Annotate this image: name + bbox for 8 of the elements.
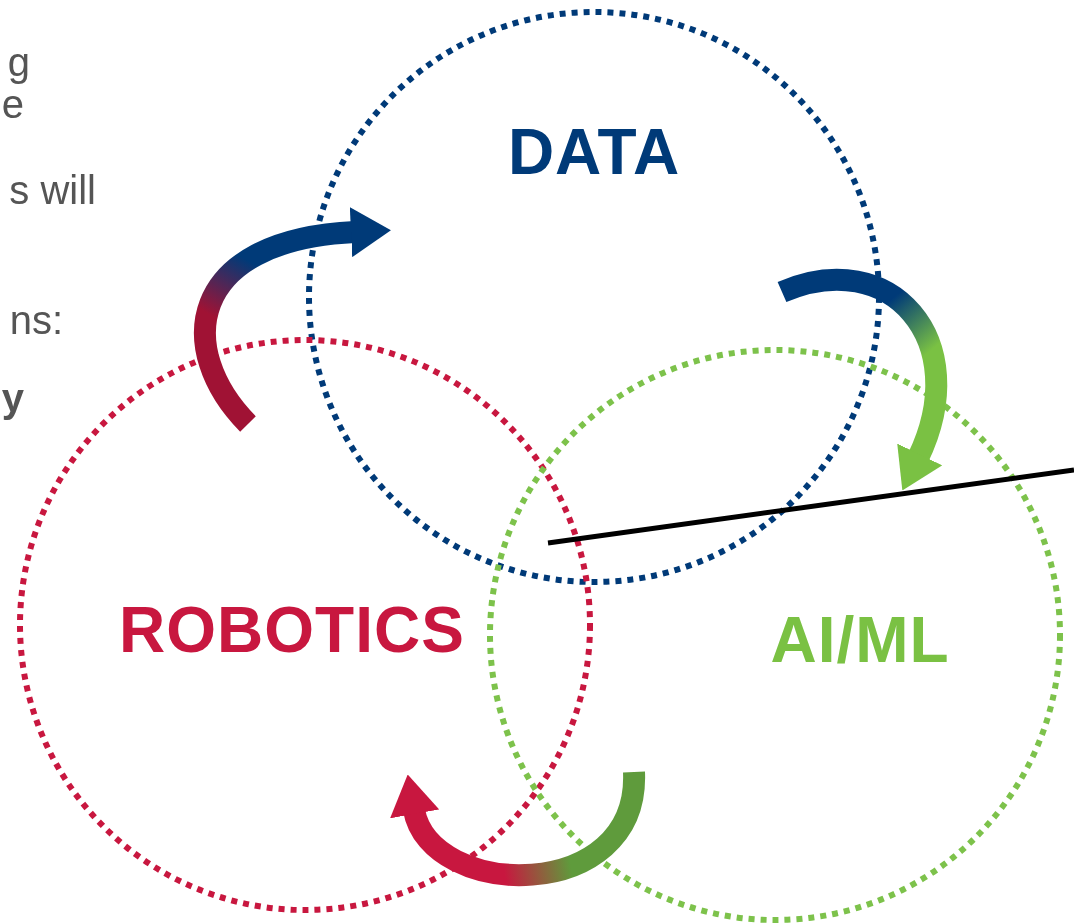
circle-label: DATA: [507, 115, 681, 189]
cropped-text: g: [7, 40, 30, 85]
circle-label: AI/ML: [770, 603, 950, 677]
leader-line: [547, 467, 1074, 546]
cropped-text: s will: [9, 168, 96, 213]
cropped-text: y: [1, 376, 24, 421]
cropped-text: ns:: [9, 298, 63, 343]
circle-label: ROBOTICS: [119, 593, 465, 667]
